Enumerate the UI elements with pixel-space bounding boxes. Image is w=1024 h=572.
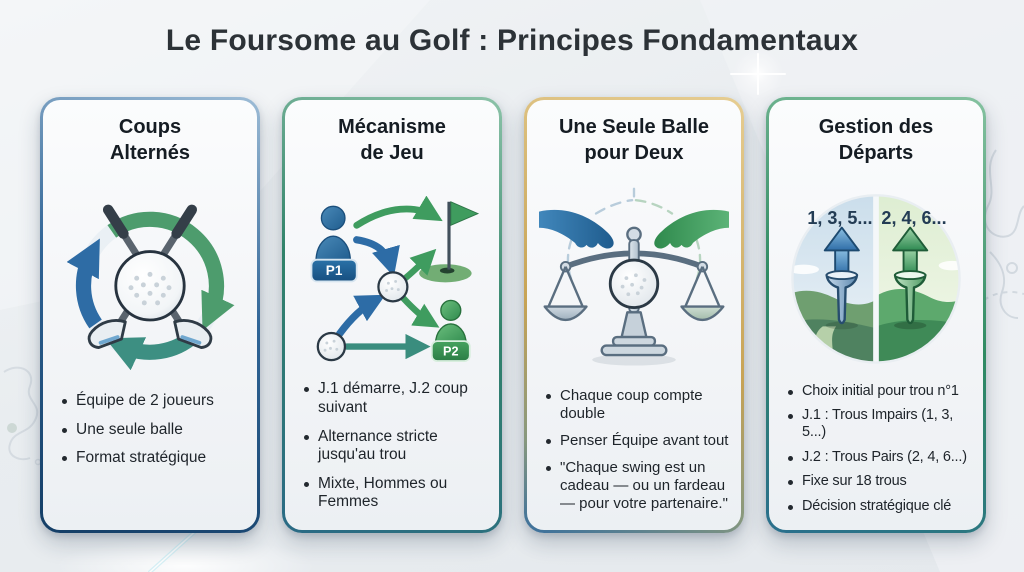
- tee-management-icon: 1, 3, 5... 2, 4, 6...: [791, 194, 961, 365]
- blue-tee-icon: [825, 270, 859, 325]
- bullet-list: Équipe de 2 joueurs Une seule balle Form…: [55, 392, 245, 478]
- bullet-item: Penser Équipe avant tout: [545, 432, 729, 450]
- play-mechanism-icon: P1 P2: [310, 195, 480, 363]
- card-gestion-des-departs: Gestion des Départs: [766, 97, 986, 533]
- player1-figure: [315, 205, 352, 263]
- card-title: Mécanisme de Jeu: [338, 116, 446, 165]
- light-flare: [55, 538, 315, 572]
- half-divider: [873, 195, 879, 363]
- alternating-shots-icon: [66, 204, 235, 371]
- balance-scale-frame: [543, 226, 725, 365]
- bullet-list: Choix initial pour trou n°1 J.1 : Trous …: [781, 383, 971, 522]
- even-holes-label: 2, 4, 6...: [881, 208, 946, 228]
- balance-scale-icon: [539, 187, 729, 365]
- card-title: Coups Alternés: [109, 116, 191, 165]
- golf-ball-icon: [114, 250, 186, 322]
- golf-ball-icon: [608, 258, 660, 309]
- page-title: Le Foursome au Golf : Principes Fondamen…: [165, 24, 859, 57]
- flow-arrows: [335, 195, 443, 360]
- card-une-seule-balle-pour-deux: Une Seule Balle pour Deux: [524, 97, 744, 533]
- bullet-item: Choix initial pour trou n°1: [787, 383, 971, 400]
- golf-ball-icon: [377, 271, 409, 303]
- bullet-item: "Chaque swing est un cadeau — ou un fard…: [545, 459, 729, 513]
- bullet-item: Alternance stricte jusqu'au trou: [303, 428, 487, 465]
- bullet-item: J.1 : Trous Impairs (1, 3, 5...): [787, 407, 971, 442]
- card-mecanisme-de-jeu: Mécanisme de Jeu: [282, 97, 502, 533]
- odd-holes-label: 1, 3, 5...: [807, 208, 872, 228]
- golf-ball-icon: [316, 332, 347, 362]
- svg-text:P1: P1: [326, 263, 343, 278]
- cards-row: Coups Alternés: [40, 97, 986, 533]
- right-pan: [680, 304, 725, 321]
- bullet-item: Mixte, Hommes ou Femmes: [303, 475, 487, 512]
- bullet-item: Chaque coup compte double: [545, 387, 729, 423]
- bullet-item: Format stratégique: [61, 449, 245, 468]
- green-hand-icon: [654, 209, 729, 249]
- bullet-item: J.1 démarre, J.2 coup suivant: [303, 380, 487, 417]
- bullet-item: Une seule balle: [61, 421, 245, 440]
- card-title: Gestion des Départs: [818, 116, 934, 165]
- p2-badge: P2: [430, 340, 471, 363]
- card-title: Une Seule Balle pour Deux: [558, 116, 710, 165]
- player2-figure: [434, 299, 467, 346]
- p1-badge: P1: [310, 259, 358, 283]
- blue-hand-icon: [539, 209, 614, 249]
- card-coups-alternes: Coups Alternés: [40, 97, 260, 533]
- bullet-item: J.2 : Trous Pairs (2, 4, 6...): [787, 449, 971, 466]
- bullet-list: J.1 démarre, J.2 coup suivant Alternance…: [297, 380, 487, 522]
- course-contour-left: [3, 366, 42, 466]
- bullet-item: Fixe sur 18 trous: [787, 473, 971, 490]
- left-pan: [543, 304, 588, 321]
- bullet-item: Décision stratégique clé: [787, 498, 971, 515]
- bullet-list: Chaque coup compte double Penser Équipe …: [539, 387, 729, 522]
- svg-text:P2: P2: [443, 345, 458, 359]
- green-tee-icon: [893, 270, 927, 325]
- course-contour-right: [983, 149, 1024, 319]
- bullet-item: Équipe de 2 joueurs: [61, 392, 245, 411]
